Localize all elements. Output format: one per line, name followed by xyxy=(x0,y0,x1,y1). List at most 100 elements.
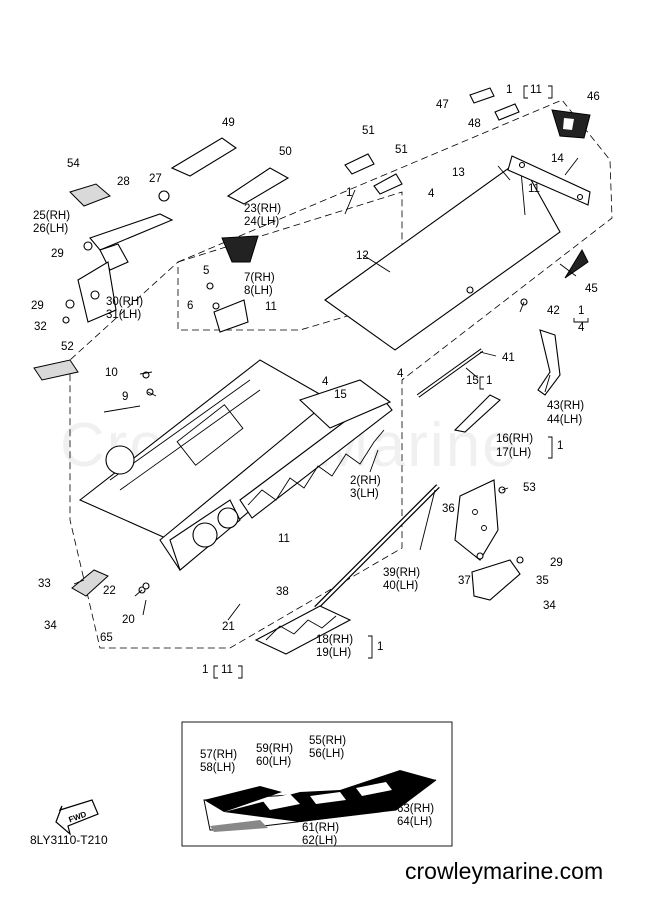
callout-11-bottom: 11 xyxy=(221,664,233,676)
callout-11-top: 11 xyxy=(530,84,542,96)
callout-34-left: 34 xyxy=(44,620,57,632)
callout-37: 37 xyxy=(458,575,471,587)
bracket-43 xyxy=(537,329,561,396)
callout-15-mid: 15 xyxy=(334,389,347,401)
callout-43: 43(RH) xyxy=(547,400,584,412)
leader-lines xyxy=(73,157,579,621)
site-footer: crowleymarine.com xyxy=(405,858,604,884)
callout-25: 25(RH) xyxy=(33,210,70,222)
fasteners xyxy=(138,282,528,594)
decal-artwork xyxy=(203,770,437,832)
callout-13: 13 xyxy=(452,167,465,179)
decal-48 xyxy=(494,103,520,121)
boot-23 xyxy=(221,235,259,263)
rear-flap-45 xyxy=(564,248,589,279)
callout-52: 52 xyxy=(61,341,74,353)
callout-29-right: 29 xyxy=(550,557,563,569)
callout-51b: 51 xyxy=(395,144,408,156)
fwd-arrow-icon xyxy=(55,799,99,836)
panel-50 xyxy=(226,167,290,205)
callout-1-top: 1 xyxy=(506,84,512,96)
plate-52 xyxy=(33,359,79,381)
callout-4-top: 4 xyxy=(428,188,435,200)
plate-18 xyxy=(254,605,352,655)
decal-47 xyxy=(469,87,495,104)
flap-46 xyxy=(551,109,591,139)
callout-8: 8(LH) xyxy=(244,285,273,297)
bolt-29a xyxy=(83,241,93,251)
callout-61: 61(RH) xyxy=(302,822,339,834)
callout-24: 24(LH) xyxy=(244,216,279,228)
callout-34-right: 34 xyxy=(543,600,556,612)
callout-38: 38 xyxy=(276,586,289,598)
callout-60: 60(LH) xyxy=(256,756,291,768)
callout-4-right: 4 xyxy=(578,322,585,334)
callout-29-b: 29 xyxy=(31,300,44,312)
callout-45: 45 xyxy=(585,283,598,295)
callout-54: 54 xyxy=(67,158,80,170)
callout-55: 55(RH) xyxy=(309,735,346,747)
bracket-7 xyxy=(213,299,249,333)
chassis-frame xyxy=(78,359,346,571)
callout-33: 33 xyxy=(38,578,51,590)
callout-2: 2(RH) xyxy=(350,475,381,487)
callout-58: 58(LH) xyxy=(200,762,235,774)
callout-4-left: 4 xyxy=(322,376,329,388)
callouts: 49 50 51 51 47 48 1 11 46 14 13 11 1 4 1… xyxy=(31,84,600,847)
callout-46: 46 xyxy=(587,91,600,103)
callout-26: 26(LH) xyxy=(33,223,68,235)
bolt-32 xyxy=(62,316,70,324)
callout-53: 53 xyxy=(523,482,536,494)
callout-64: 64(LH) xyxy=(397,816,432,828)
pad-33 xyxy=(71,569,109,597)
callout-4-mid: 4 xyxy=(397,368,404,380)
callout-14: 14 xyxy=(551,153,564,165)
callout-9: 9 xyxy=(122,391,128,403)
callout-1-16: 1 xyxy=(557,440,563,452)
callout-49: 49 xyxy=(222,117,235,129)
footrest-36 xyxy=(454,479,499,561)
bracket-16 xyxy=(453,394,501,433)
callout-65: 65 xyxy=(100,632,113,644)
callout-5: 5 xyxy=(203,265,209,277)
footrest-35 xyxy=(471,559,521,601)
callout-16: 16(RH) xyxy=(496,433,533,445)
callout-44: 44(LH) xyxy=(547,414,582,426)
callout-1-15: 1 xyxy=(486,375,492,387)
callout-19: 19(LH) xyxy=(316,647,351,659)
callout-36: 36 xyxy=(442,503,455,515)
callout-11-left: 11 xyxy=(265,301,277,313)
callout-11-mid: 11 xyxy=(528,183,540,195)
callout-18: 18(RH) xyxy=(316,634,353,646)
decal-inset-box xyxy=(181,721,453,847)
callout-51a: 51 xyxy=(362,125,375,137)
panel-51a xyxy=(344,153,375,175)
callout-12: 12 xyxy=(356,250,369,262)
callout-1-bottom: 1 xyxy=(202,664,208,676)
callout-29-a: 29 xyxy=(51,248,64,260)
nut-27 xyxy=(158,190,170,202)
callout-10: 10 xyxy=(105,367,118,379)
cover-54 xyxy=(69,183,111,207)
callout-47: 47 xyxy=(436,99,449,111)
callout-57: 57(RH) xyxy=(200,749,237,761)
callout-11-lower: 11 xyxy=(278,533,290,545)
main-assembly-outline xyxy=(69,99,613,649)
callout-63: 63(RH) xyxy=(397,803,434,815)
callout-28: 28 xyxy=(117,176,130,188)
panel-51b xyxy=(373,173,403,195)
callout-62: 62(LH) xyxy=(302,835,337,847)
group-brackets xyxy=(213,85,589,679)
callout-50: 50 xyxy=(279,146,292,158)
callout-1-right: 1 xyxy=(578,305,584,317)
callout-31: 31(LH) xyxy=(106,309,141,321)
callout-56: 56(LH) xyxy=(309,748,344,760)
callout-17: 17(LH) xyxy=(496,447,531,459)
callout-48: 48 xyxy=(468,118,481,130)
callout-22: 22 xyxy=(103,585,116,597)
callout-1-18: 1 xyxy=(377,641,383,653)
steering-bracket xyxy=(77,213,174,323)
callout-21: 21 xyxy=(222,621,235,633)
callout-59: 59(RH) xyxy=(256,743,293,755)
